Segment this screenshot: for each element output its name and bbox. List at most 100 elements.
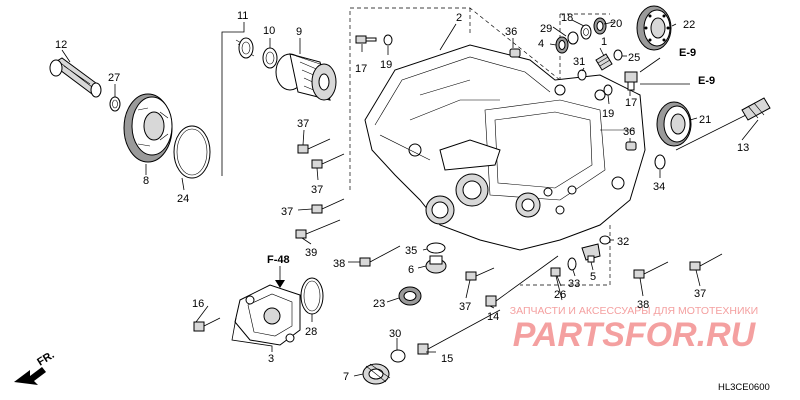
callout-4: 4	[538, 38, 544, 50]
bearing-22	[636, 5, 672, 51]
direction-label: FR.	[35, 349, 56, 369]
ref-f48: F-48	[267, 254, 290, 266]
callout-14: 14	[487, 311, 499, 323]
watermark: ЗАПЧАСТИ И АКСЕССУАРЫ ДЛЯ МОТОТЕХНИКИ PA…	[510, 305, 758, 354]
plug-1	[595, 53, 613, 71]
bolt-37-right	[689, 253, 723, 271]
callout-5: 5	[590, 271, 596, 283]
washer-19-left	[383, 34, 393, 46]
bolt-38-right	[633, 261, 669, 279]
o-ring-34	[654, 154, 666, 170]
oil-filter	[275, 53, 337, 101]
callout-37a: 37	[297, 118, 309, 130]
callout-25: 25	[628, 52, 640, 64]
callout-8: 8	[143, 175, 149, 187]
cap-7	[362, 363, 391, 385]
bolt-39	[295, 219, 341, 239]
bolt-14	[485, 255, 559, 307]
oil-filter-cover	[123, 93, 173, 163]
o-ring-24	[173, 125, 211, 179]
callout-17b: 17	[625, 97, 637, 109]
callout-26: 26	[554, 289, 566, 301]
callout-2: 2	[456, 12, 462, 24]
assembly-frame	[349, 7, 611, 286]
washer-25	[613, 49, 623, 61]
callout-10: 10	[263, 25, 275, 37]
sensor-17-right	[624, 71, 638, 91]
callout-9: 9	[296, 26, 302, 38]
callout-24: 24	[177, 193, 189, 205]
bolt-37-mid	[311, 153, 345, 169]
callout-37c: 37	[281, 206, 293, 218]
washer-31	[577, 69, 587, 81]
callout-23: 23	[373, 298, 385, 310]
callout-32: 32	[617, 236, 629, 248]
bolt-16	[193, 317, 221, 332]
o-ring-10	[262, 47, 278, 69]
washer-19-right	[603, 84, 613, 96]
o-ring-35	[426, 242, 446, 254]
callout-labels: 1 2 3 4 5 6 7 8 9 10 11 12 13 14 15 16 1…	[55, 10, 749, 383]
watermark-brand: PARTSFOR.RU	[513, 316, 757, 354]
bolt-37-left	[311, 198, 345, 214]
spring-11	[235, 37, 255, 59]
watermark-tagline: ЗАПЧАСТИ И АКСЕССУАРЫ ДЛЯ МОТОТЕХНИКИ	[510, 305, 758, 317]
o-ring-28	[300, 277, 324, 315]
callout-27: 27	[108, 72, 120, 84]
dipstick-13	[675, 97, 771, 151]
oil-strainer	[49, 57, 102, 98]
ref-e9-upper: E-9	[679, 47, 696, 59]
callout-21: 21	[699, 114, 711, 126]
front-direction-arrow	[14, 367, 46, 385]
bolt-37-lower	[465, 267, 495, 281]
bolt-37-upper	[297, 138, 331, 154]
washer-29	[567, 31, 579, 45]
callout-35: 35	[405, 245, 417, 257]
dowel-36-top	[509, 48, 521, 58]
ref-f48-arrow	[275, 266, 285, 288]
callout-28: 28	[305, 326, 317, 338]
callout-29: 29	[540, 23, 552, 35]
bolt-17-left	[355, 35, 377, 44]
washer-18	[580, 24, 592, 40]
diagram-code: HL3CE0600	[718, 382, 770, 393]
callout-36b: 36	[623, 126, 635, 138]
callout-38a: 38	[333, 258, 345, 270]
callout-7: 7	[343, 371, 349, 383]
callout-37b: 37	[311, 184, 323, 196]
callout-37d: 37	[459, 301, 471, 313]
callout-13: 13	[737, 142, 749, 154]
o-ring-30	[390, 349, 406, 363]
callout-15: 15	[441, 353, 453, 365]
callout-38b: 38	[637, 299, 649, 311]
callout-20: 20	[610, 18, 622, 30]
seal-4	[555, 36, 569, 54]
leader-lines	[61, 19, 759, 377]
callout-17a: 17	[355, 63, 367, 75]
ref-e9-lower: E-9	[698, 75, 715, 87]
callout-12: 12	[55, 39, 67, 51]
bearing-21	[656, 101, 692, 147]
pump-3	[234, 284, 301, 346]
bolt-15	[417, 309, 501, 355]
callout-39: 39	[305, 247, 317, 259]
callout-31: 31	[573, 56, 585, 68]
callout-19b: 19	[602, 108, 614, 120]
dowel-36-right	[625, 141, 637, 151]
callout-33: 33	[568, 278, 580, 290]
callout-3: 3	[268, 353, 274, 365]
seal-20	[593, 17, 607, 35]
callout-11: 11	[237, 10, 248, 22]
bolt-38-left	[359, 245, 401, 267]
sensor-5	[581, 243, 601, 263]
o-ring-32	[599, 235, 611, 245]
callout-37e: 37	[694, 288, 706, 300]
o-ring-27	[109, 96, 121, 112]
callout-16: 16	[192, 298, 204, 310]
callout-30: 30	[389, 328, 401, 340]
front-final-gear-case	[364, 44, 646, 251]
callout-22: 22	[683, 19, 695, 31]
plug-6	[425, 255, 447, 274]
callout-18: 18	[561, 12, 573, 24]
callout-1: 1	[601, 36, 607, 48]
